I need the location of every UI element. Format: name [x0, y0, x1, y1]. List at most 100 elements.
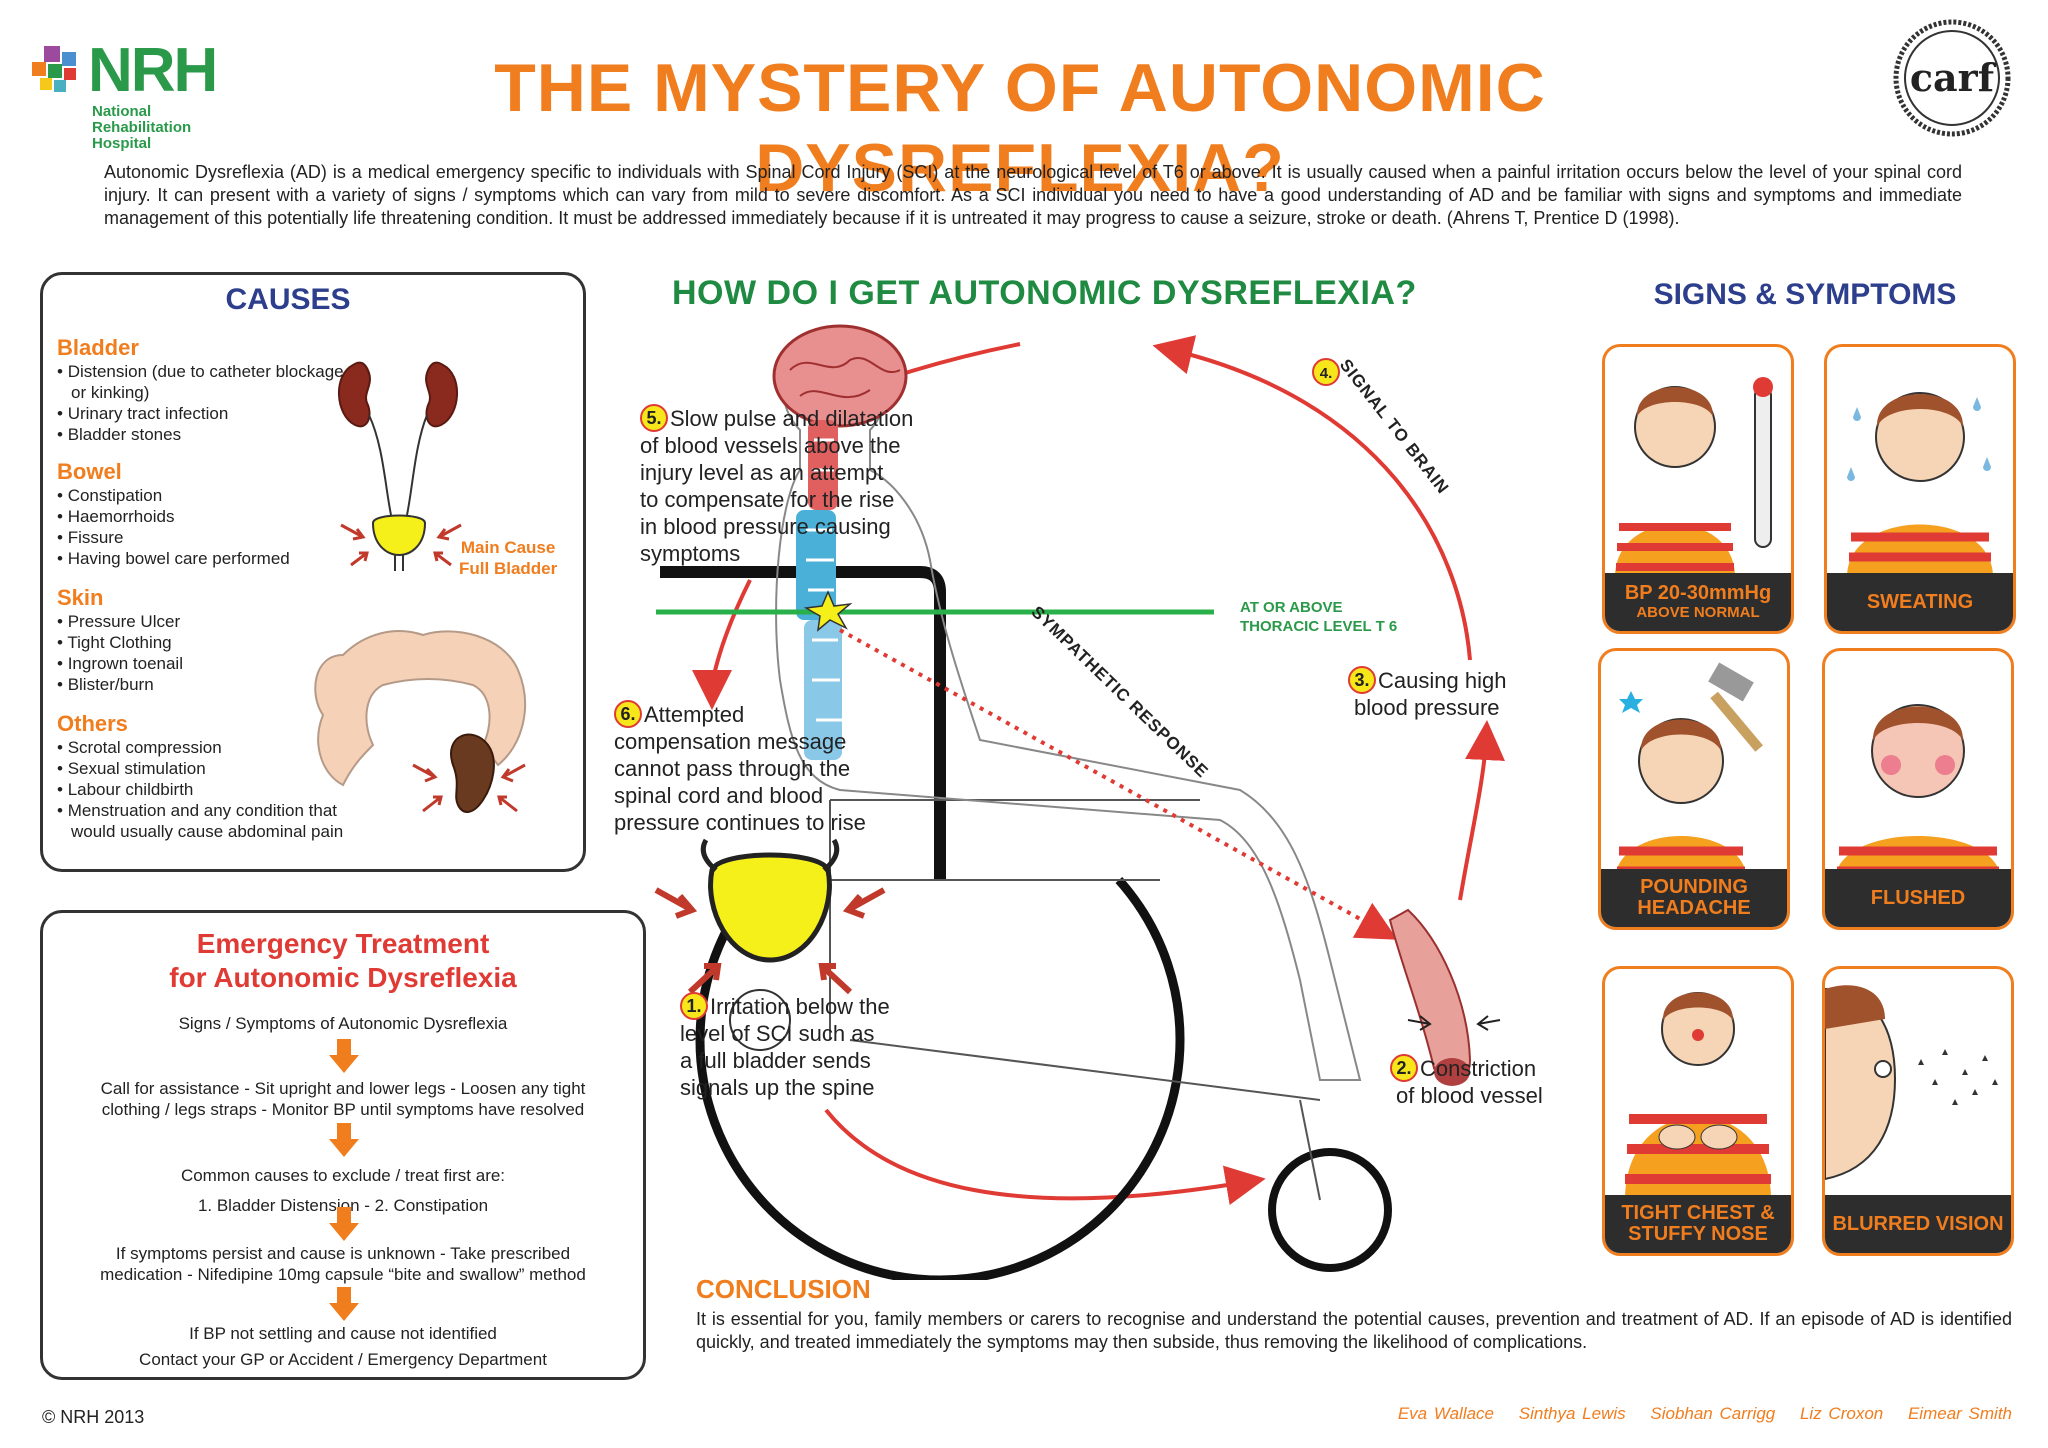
author-name: Siobhan Carrigg: [1650, 1404, 1776, 1423]
causes-title: CAUSES: [225, 283, 351, 316]
nrh-logo-subtitle: National Rehabilitation Hospital: [92, 103, 192, 152]
list-item: Ingrown toenail: [57, 653, 357, 674]
sign-card-flushed: FLUSHED: [1822, 648, 2014, 930]
authors-list: Eva Wallace Sinthya Lewis Siobhan Carrig…: [1300, 1404, 2012, 1424]
step-6-badge: 6.: [614, 700, 642, 728]
sign-card-vision: BLURRED VISION: [1822, 966, 2014, 1256]
sign-label-flushed: FLUSHED: [1825, 869, 2011, 927]
emergency-step-5: If BP not settling and cause not identif…: [139, 1324, 547, 1369]
down-arrow-icon: [329, 1207, 359, 1241]
carf-logo: carf: [1892, 18, 2012, 138]
step-4-badge: [1312, 358, 1340, 386]
cause-heading-bowel: Bowel: [57, 459, 122, 484]
wheelchair-handle: [660, 566, 946, 880]
author-name: Liz Croxon: [1799, 1404, 1884, 1423]
intro-paragraph: Autonomic Dysreflexia (AD) is a medical …: [104, 162, 1962, 228]
step-2-badge: 2.: [1390, 1054, 1418, 1082]
svg-text:4.: 4.: [1320, 365, 1333, 382]
author-name: Sinthya Lewis: [1518, 1404, 1626, 1423]
list-item: Haemorrhoids: [57, 506, 357, 527]
signs-title: SIGNS & SYMPTOMS: [1653, 278, 1957, 311]
down-arrow-icon: [329, 1287, 359, 1321]
main-cause-label: Main Cause Full Bladder: [459, 538, 558, 578]
sweating-face-icon: [1847, 392, 1993, 577]
list-item: Tight Clothing: [57, 632, 357, 653]
cycle-arrow-3: [1458, 720, 1505, 901]
emergency-step-1: Signs / Symptoms of Autonomic Dysreflexi…: [178, 1014, 508, 1033]
emergency-panel: Emergency Treatment for Autonomic Dysref…: [40, 910, 646, 1380]
step-6-text: 6.Attempted compensation message cannot …: [614, 700, 866, 835]
conclusion-title: CONCLUSION: [696, 1274, 871, 1304]
center-title: HOW DO I GET AUTONOMIC DYSREFLEXIA?: [672, 274, 1417, 312]
step-5-badge: 5.: [640, 404, 668, 432]
brain-icon: [772, 324, 908, 428]
bp-thermometer-icon: [1615, 377, 1773, 577]
list-item: Fissure: [57, 527, 357, 548]
list-item: Blister/burn: [57, 674, 357, 695]
bowel-icon: [314, 630, 526, 813]
cycle-arrow-1: [824, 1108, 1266, 1206]
causes-panel: CAUSES Bladder Distension (due to cathet…: [40, 272, 586, 872]
wheelchair-front-wheel: [1268, 1148, 1392, 1272]
sign-card-sweating: SWEATING: [1824, 344, 2016, 634]
cycle-arrow-6: [692, 579, 752, 710]
copyright: © NRH 2013: [42, 1407, 145, 1427]
list-item: Having bowel care performed: [57, 548, 357, 569]
list-item: Bladder stones: [57, 424, 357, 445]
list-item: Constipation: [57, 485, 357, 506]
kidney-bladder-icon: [338, 361, 458, 571]
down-arrow-icon: [329, 1123, 359, 1157]
dysreflexia-cycle-diagram: SYMPATHETIC RESPONSE 4. SIGNAL TO BRAIN: [654, 324, 1505, 1280]
cause-list-bowel: Constipation Haemorrhoids Fissure Having…: [57, 485, 357, 569]
list-item: Pressure Ulcer: [57, 611, 357, 632]
cycle-arrow-4: [1152, 335, 1472, 661]
conclusion-text: It is essential for you, family members …: [696, 1309, 2012, 1352]
page-title: THE MYSTERY OF AUTONOMIC DYSREFLEXIA?: [494, 50, 1546, 206]
emergency-title: Emergency Treatment for Autonomic Dysref…: [169, 928, 517, 993]
sign-card-bp: BP 20-30mmHg ABOVE NORMAL: [1602, 344, 1794, 634]
cause-heading-skin: Skin: [57, 585, 104, 610]
sign-label-headache: POUNDING HEADACHE: [1601, 869, 1787, 927]
emergency-step-4: If symptoms persist and cause is unknown…: [100, 1244, 586, 1284]
carf-logo-text: carf: [1910, 55, 1997, 100]
flushed-face-icon: [1835, 704, 2001, 881]
nrh-logo-text: NRH: [88, 36, 218, 105]
author-name: Eimear Smith: [1907, 1404, 2012, 1423]
spine-icon: [796, 420, 842, 760]
nrh-logo: NRH National Rehabilitation Hospital: [30, 36, 220, 152]
step-5-text: 5.Slow pulse and dilatation of blood ves…: [640, 404, 914, 566]
sign-label-chest: TIGHT CHEST & STUFFY NOSE: [1605, 1195, 1791, 1253]
headache-hammer-icon: [1615, 662, 1763, 881]
person-outline: [775, 338, 1362, 1081]
wheelchair-wheel: [695, 795, 1185, 1280]
cause-list-others: Scrotal compression Sexual stimulation L…: [57, 737, 347, 842]
cause-heading-others: Others: [57, 711, 128, 736]
blurred-vision-icon: [1825, 985, 1998, 1181]
sign-card-chest: TIGHT CHEST & STUFFY NOSE: [1602, 966, 1794, 1256]
step-3-text: 3.Causing high blood pressure: [1348, 666, 1506, 721]
sympathetic-path: [839, 628, 1398, 940]
cause-list-skin: Pressure Ulcer Tight Clothing Ingrown to…: [57, 611, 357, 695]
step-2-text: 2.Constriction of blood vessel: [1390, 1054, 1543, 1109]
cause-list-bladder: Distension (due to catheter blockage or …: [57, 361, 357, 445]
nrh-squares-icon: [32, 46, 76, 92]
wheelchair-castor: [729, 989, 791, 1051]
sign-label-sweating: SWEATING: [1827, 573, 2013, 631]
cause-heading-bladder: Bladder: [57, 335, 139, 360]
full-bladder-icon: [654, 838, 886, 995]
sign-label-vision: BLURRED VISION: [1825, 1195, 2011, 1253]
list-item: Distension (due to catheter blockage or …: [57, 361, 357, 403]
sign-label-bp: BP 20-30mmHg ABOVE NORMAL: [1605, 573, 1791, 631]
step-3-badge: 3.: [1348, 666, 1376, 694]
list-item: Sexual stimulation: [57, 758, 347, 779]
blood-vessel-icon: [1388, 908, 1501, 1086]
down-arrow-icon: [329, 1039, 359, 1073]
t6-level-label: AT OR ABOVE THORACIC LEVEL T 6: [1240, 599, 1398, 635]
emergency-step-2: Call for assistance - Sit upright and lo…: [100, 1079, 586, 1119]
list-item: Menstruation and any condition that woul…: [57, 800, 347, 842]
tight-chest-icon: [1625, 992, 1771, 1199]
injury-star-icon: [803, 590, 853, 632]
pressure-arrows-icon: [340, 523, 462, 567]
list-item: Urinary tract infection: [57, 403, 357, 424]
carf-seal-icon: carf: [1893, 19, 2011, 137]
